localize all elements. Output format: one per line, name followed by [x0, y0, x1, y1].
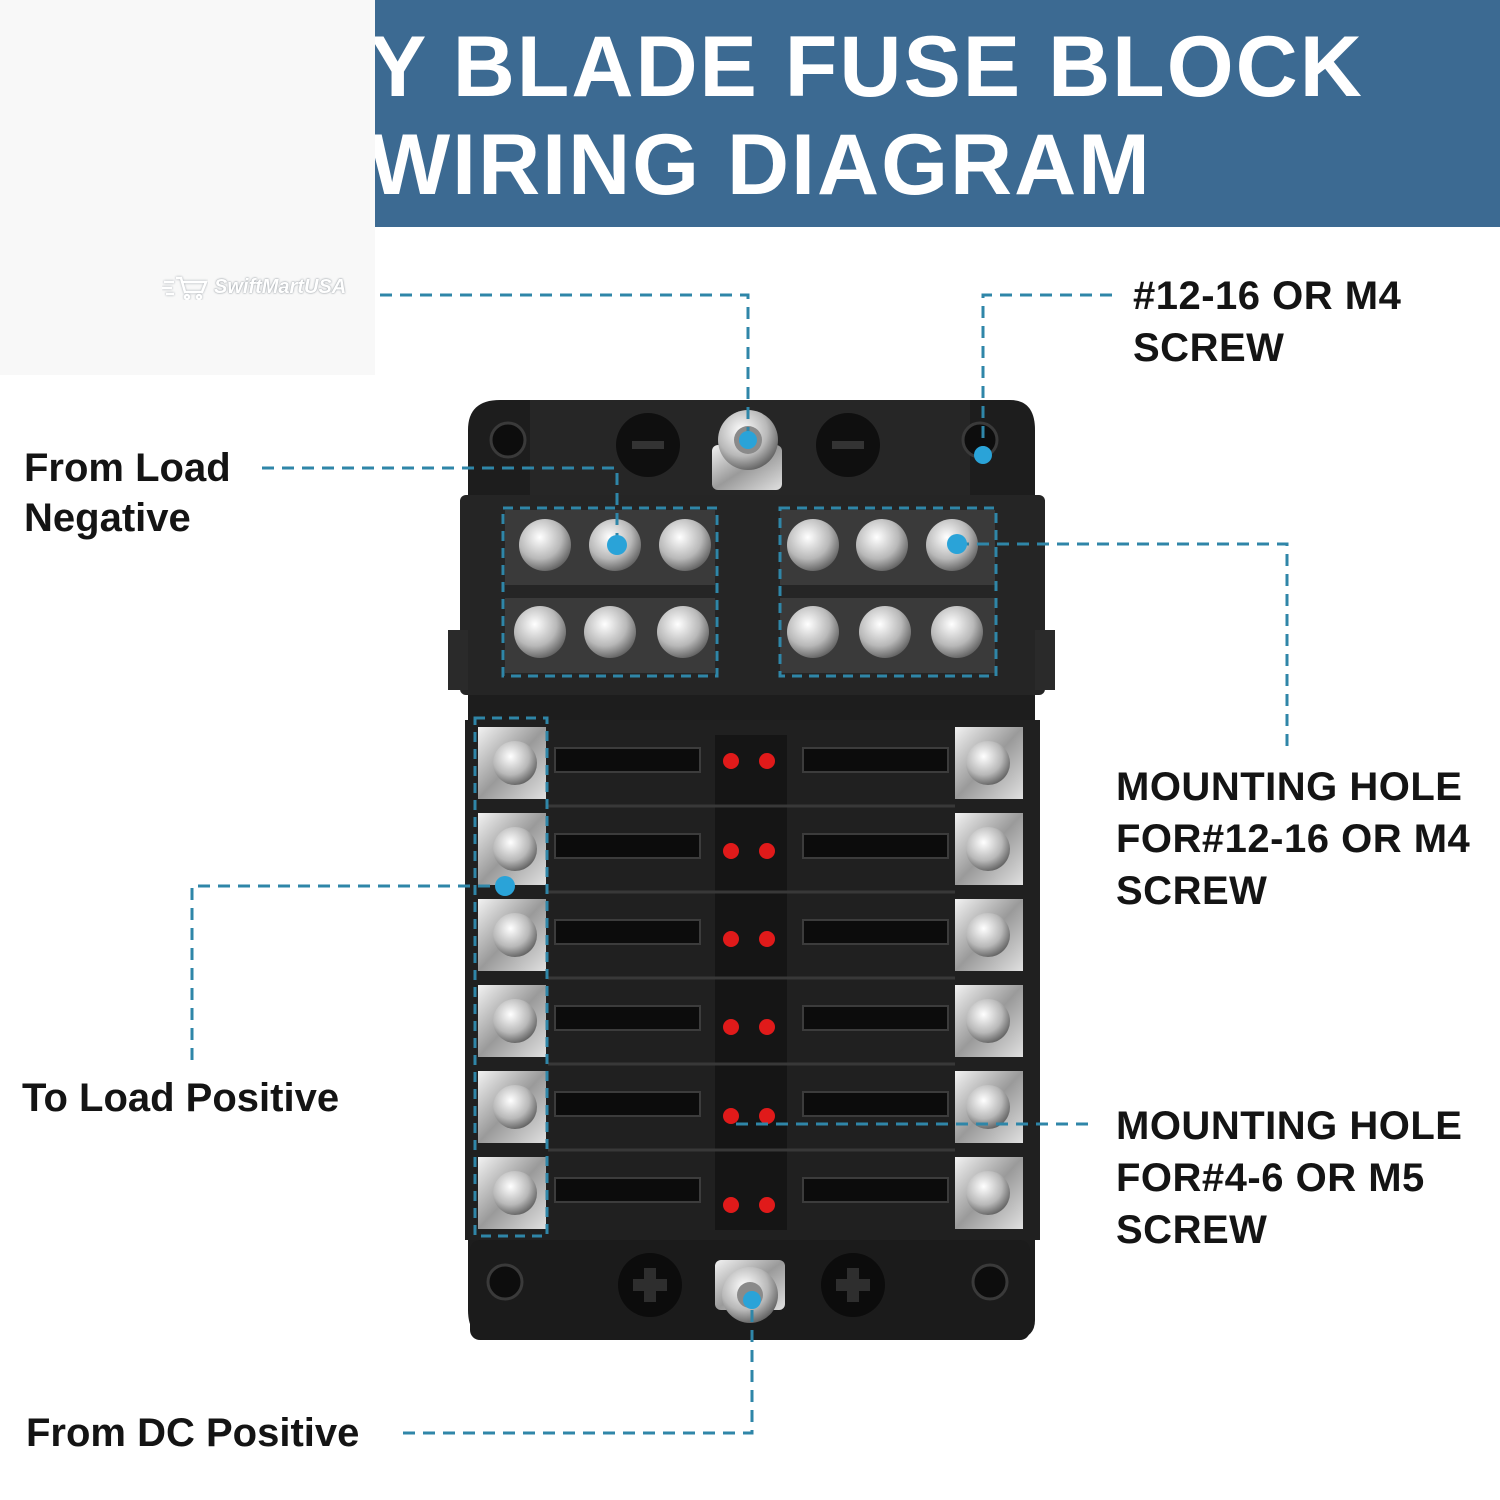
mounting-holes — [486, 413, 1009, 1301]
marker-dots — [495, 431, 992, 1309]
callout-load-positive: To Load Positive — [22, 1076, 340, 1120]
title-line-2: WIRING DIAGRAM — [375, 117, 1152, 213]
callout-load-negative: From Load Negative — [24, 446, 231, 540]
cart-icon — [162, 276, 208, 300]
callout-mounting-hole-m4: MOUNTING HOLE FOR#12-16 OR M4 SCREW — [1116, 765, 1471, 913]
left-terminals — [478, 727, 546, 1229]
led-indicator-icon — [723, 753, 775, 1213]
right-terminals — [955, 727, 1023, 1229]
callout-dc-positive: From DC Positive — [26, 1411, 360, 1455]
watermark-text: SwiftMartUSA — [214, 275, 347, 298]
title-line-1: Y BLADE FUSE BLOCK — [375, 19, 1364, 115]
fuse-rows — [478, 727, 1023, 1229]
callout-lines — [190, 293, 1289, 1435]
watermark: SwiftMartUSA — [162, 274, 346, 300]
callout-screw-spec: #12-16 OR M4 SCREW — [1133, 274, 1402, 370]
plus-icon — [618, 1253, 885, 1317]
callout-boxes — [473, 506, 998, 1238]
callout-mounting-hole-m5: MOUNTING HOLE FOR#4-6 OR M5 SCREW — [1116, 1104, 1463, 1252]
title-banner: Y BLADE FUSE BLOCK WIRING DIAGRAM — [375, 0, 1500, 227]
fuse-slot-icon — [554, 747, 949, 1203]
logo-panel: SwiftMartUSA — [0, 0, 375, 375]
row-dividers — [548, 804, 955, 1152]
